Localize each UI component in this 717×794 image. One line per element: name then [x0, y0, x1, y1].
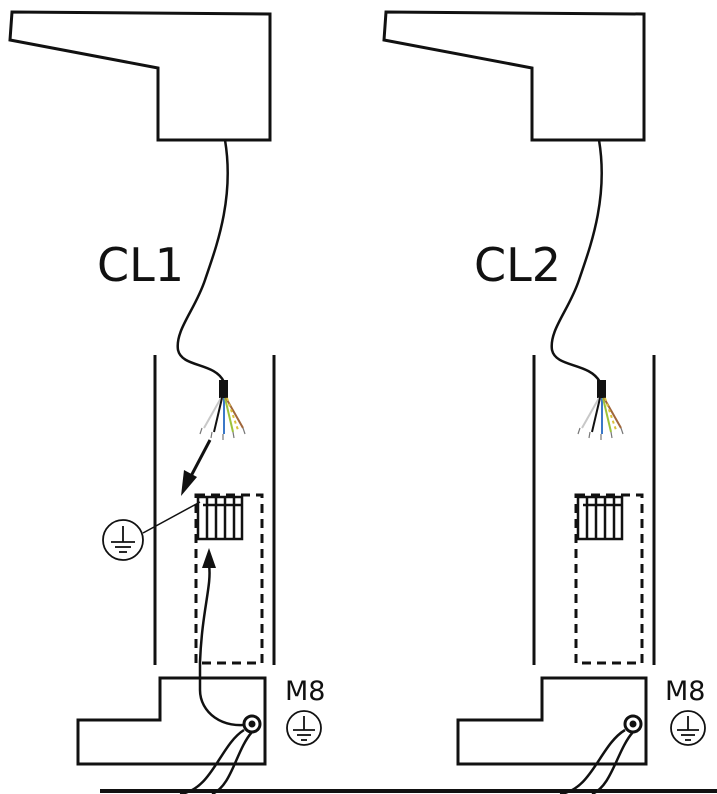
m8-connector-pin: [248, 720, 256, 728]
terminal-block: [576, 495, 624, 541]
cable-sleeve: [597, 380, 606, 398]
dashed-enclosure: [574, 493, 644, 665]
m8-connector-pin: [629, 720, 637, 728]
hanging-cable: [176, 139, 229, 383]
ground-m8-icon: [286, 710, 322, 746]
ground-symbol-icon: [102, 519, 144, 561]
wire-fan: [581, 397, 622, 434]
connector-label-cl1: M8: [285, 676, 325, 707]
wire-ends: [577, 427, 624, 440]
hanging-cable: [550, 139, 603, 383]
terminal-block: [196, 495, 244, 541]
ground-wire-arrowhead: [202, 548, 216, 568]
unit-cl2: CL2 M8: [382, 10, 706, 794]
dashed-enclosure: [194, 493, 264, 665]
top-housing: [8, 10, 272, 142]
wire-ends: [199, 427, 246, 440]
unit-label-cl1: CL1: [97, 238, 184, 292]
cable-sleeve: [219, 380, 228, 398]
ground-m8-icon: [670, 710, 706, 746]
connector-label-cl2: M8: [665, 676, 705, 707]
unit-cl1: CL1 M8: [8, 10, 325, 794]
bottom-base: [456, 676, 648, 766]
top-housing: [382, 10, 646, 142]
ground-leader: [142, 501, 201, 534]
ground-wire: [198, 564, 253, 727]
arrow-wire-to-terminal: [181, 439, 212, 496]
unit-label-cl2: CL2: [474, 238, 561, 292]
wire-fan: [203, 397, 244, 434]
bottom-base: [76, 676, 267, 766]
